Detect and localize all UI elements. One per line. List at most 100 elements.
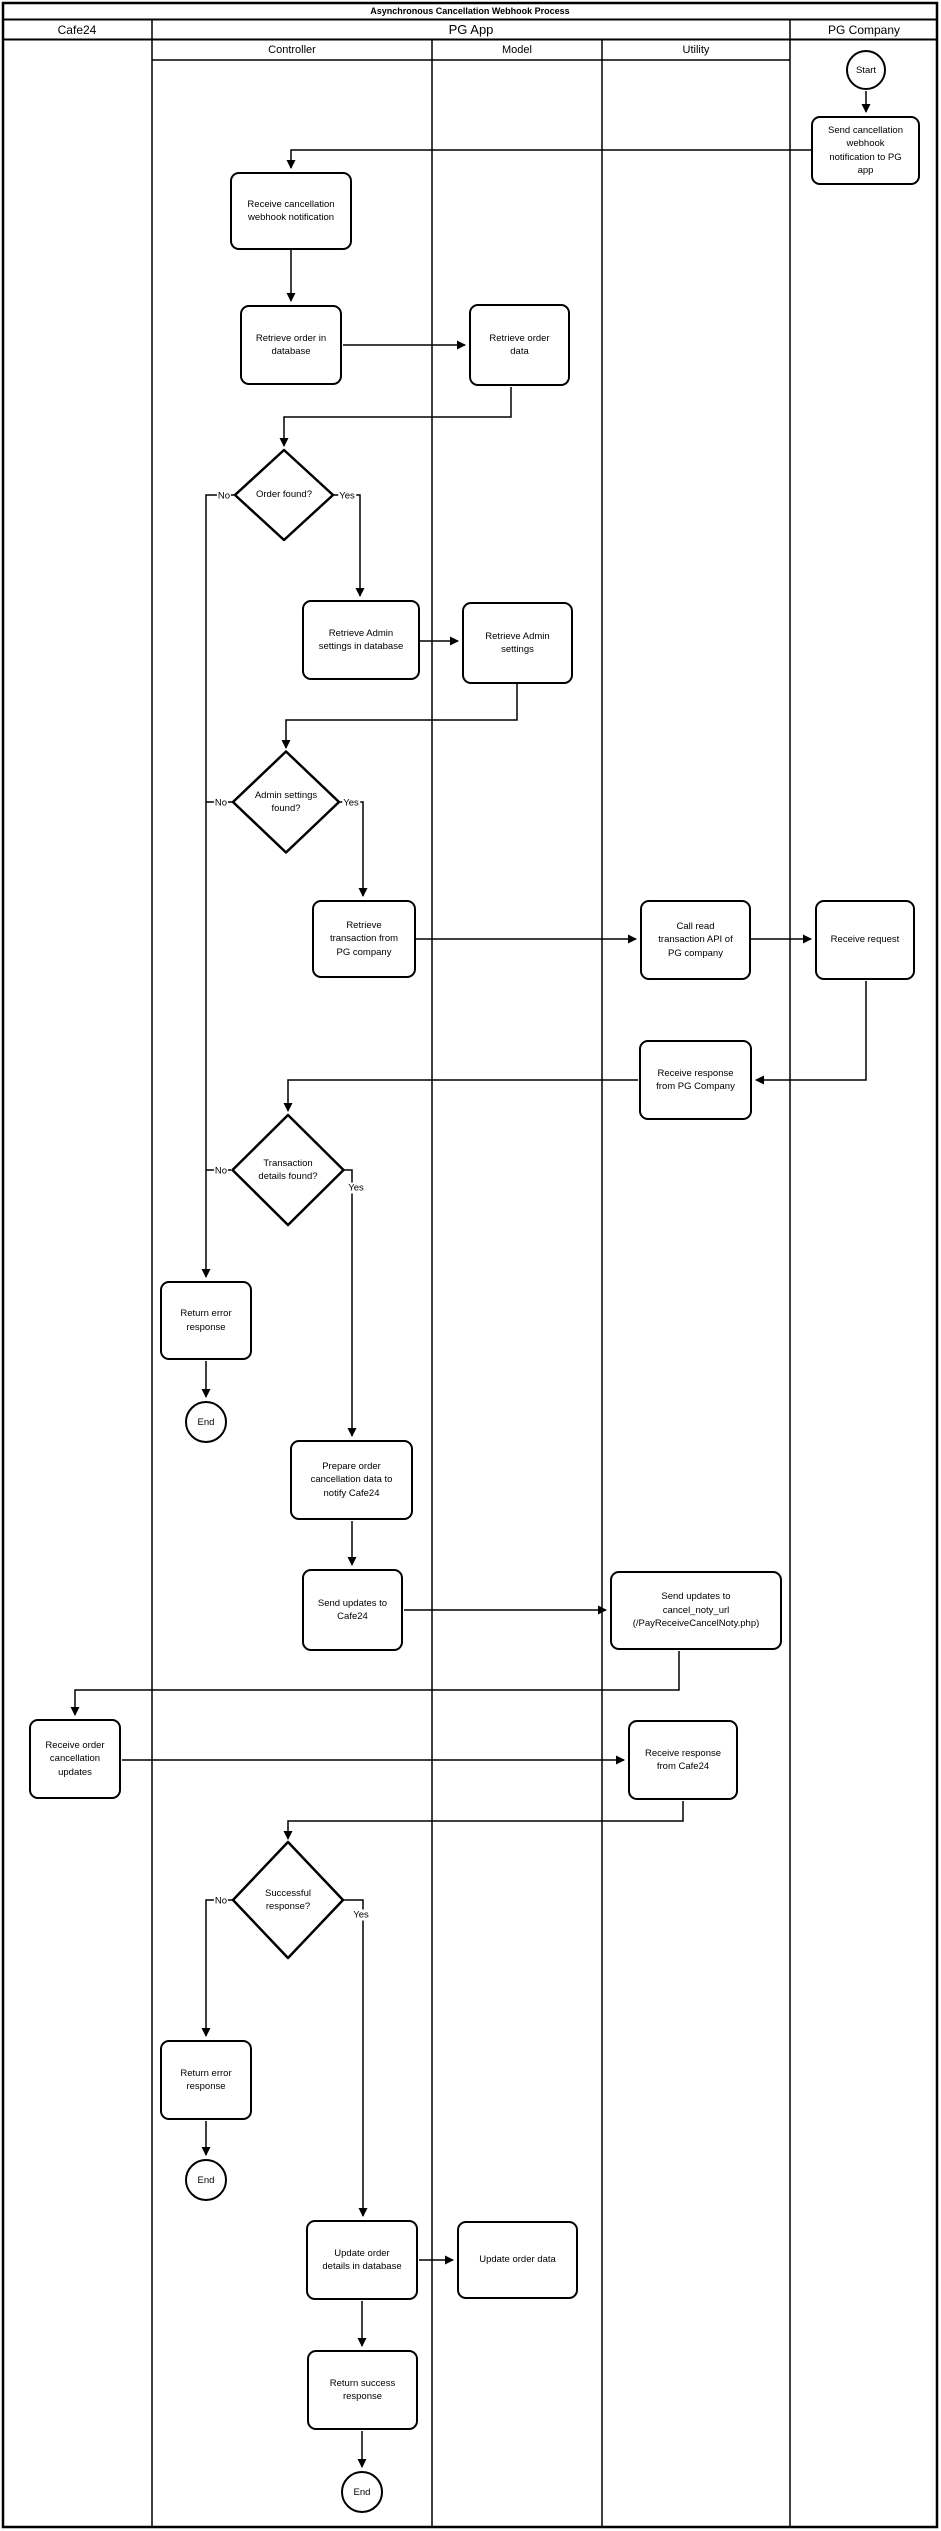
lane-header-pg-app: PG App [448, 22, 494, 37]
node-send-cancellation-webhook-notification: Send cancellation webhook notification to … [811, 116, 920, 185]
edge-label-transaction-found-no: No [213, 1165, 229, 1177]
node-label-line: Retrieve Admin [485, 630, 550, 642]
node-label-line: Retrieve Admin [328, 627, 394, 639]
node-retrieve-admin-settings-in-database: Retrieve Admin settings in database [302, 600, 420, 680]
node-label-line: Send cancellation [828, 124, 903, 136]
node-retrieve-order-data: Retrieve order data [469, 304, 570, 386]
edge-label-admin-found-yes: Yes [342, 797, 360, 809]
node-label-line: app [857, 165, 874, 176]
node-label-line: End [197, 1416, 215, 1428]
edge-label-successful-no: No [213, 1895, 229, 1907]
node-update-order-data: Update order data [457, 2221, 578, 2299]
node-label-line: Return error [180, 1308, 232, 1319]
node-label-line: notification to PG [829, 151, 902, 163]
node-label-line: webhook [846, 138, 885, 149]
node-label-line: Receive request [830, 934, 900, 946]
node-label-line: cancel_noty_url [662, 1604, 730, 1616]
edge-successful-yes [344, 1899, 368, 2217]
edge-transaction-found-yes [344, 1169, 357, 1437]
node-label-line: Retrieve order [489, 332, 550, 344]
decision-shape-transaction-details-found [231, 1113, 345, 1227]
node-label-line: Call read [676, 920, 715, 932]
edge-cancel-noty-to-receive-order-cancellation [70, 1651, 680, 1716]
node-label-line: from Cafe24 [656, 1761, 710, 1772]
node-label-line: PG company [336, 946, 392, 958]
node-label-line: response [186, 1321, 226, 1333]
edge-label-order-found-yes: Yes [338, 490, 356, 502]
diagram-title: Asynchronous Cancellation Webhook Proces… [370, 5, 570, 16]
node-label-line: cancellation data to [310, 1474, 393, 1486]
edge-label-transaction-found-yes: Yes [347, 1182, 365, 1194]
node-label-line: notify Cafe24 [323, 1487, 380, 1499]
lane-header-cafe24: Cafe24 [57, 22, 97, 37]
edge-label-admin-found-no: No [213, 797, 229, 809]
node-label-line: from PG Company [656, 1081, 735, 1092]
node-label-line: updates [58, 1766, 92, 1778]
node-label-line: (/PayReceiveCancelNoty.php) [632, 1618, 760, 1630]
edge-receive-response-cafe24-to-successful [283, 1801, 684, 1840]
node-label-line: response [342, 2391, 383, 2402]
edge-receive-request-to-receive-response-pg [755, 981, 867, 1085]
node-label-line: webhook notification [247, 212, 335, 223]
node-label-line: cancellation [49, 1753, 101, 1765]
edge-order-found-yes [334, 494, 365, 597]
node-receive-cancellation-webhook-notification: Receive cancellation webhook notification [230, 172, 352, 250]
node-label-line: Start [855, 64, 877, 76]
node-label-line: Send updates to [317, 1597, 388, 1609]
node-label-line: Cafe24 [337, 1611, 368, 1622]
node-label-line: Receive response [644, 1747, 722, 1759]
node-end-1: End [185, 1401, 227, 1443]
node-receive-response-from-cafe24: Receive response from Cafe24 [628, 1720, 738, 1800]
node-label-line: data [510, 346, 529, 357]
node-label-line: transaction from [329, 933, 399, 945]
edge-label-order-found-no: No [216, 490, 232, 502]
node-label-line: PG company [668, 947, 723, 959]
node-label-line: Receive cancellation [247, 198, 335, 210]
node-label-line: response [186, 2081, 226, 2092]
node-start: Start [846, 50, 886, 90]
node-label-line: transaction API of [658, 934, 733, 946]
node-label-line: Return error [180, 2067, 232, 2079]
node-return-error-response-2: Return error response [160, 2040, 252, 2120]
node-end-3: End [341, 2471, 383, 2513]
decision-shape-admin-settings-found [231, 750, 341, 854]
node-label-line: database [271, 346, 311, 357]
edge-order-data-to-order-found [279, 387, 512, 447]
sublane-header-model: Model [502, 43, 532, 56]
node-label-line: Receive order [45, 1739, 105, 1751]
node-label-line: End [353, 2486, 371, 2498]
node-receive-request: Receive request [815, 900, 915, 980]
node-label-line: Update order data [479, 2254, 556, 2266]
sublane-header-utility: Utility [682, 43, 710, 56]
lane-header-pg-company: PG Company [827, 22, 901, 37]
sublane-header-controller: Controller [268, 43, 316, 56]
edge-retrieve-admin-to-admin-found [281, 684, 518, 749]
node-label-line: Send updates to [661, 1591, 731, 1603]
edge-label-successful-yes: Yes [352, 1909, 370, 1921]
decision-shape-successful-response [231, 1840, 345, 1960]
edge-order-found-no [201, 494, 234, 1278]
decision-shape-order-found [233, 448, 335, 542]
node-label-line: details in database [322, 2261, 402, 2272]
node-return-error-response-1: Return error response [160, 1281, 252, 1360]
node-send-updates-to-cafe24: Send updates to Cafe24 [302, 1569, 403, 1651]
node-label-line: Retrieve [346, 919, 382, 931]
node-label-line: settings in database [318, 641, 404, 652]
node-end-2: End [185, 2159, 227, 2201]
edge-send-to-receive-webhook [286, 149, 811, 169]
node-label-line: End [197, 2174, 215, 2186]
edge-receive-response-pg-to-transaction-found [283, 1079, 638, 1112]
node-label-line: Prepare order [322, 1460, 381, 1472]
